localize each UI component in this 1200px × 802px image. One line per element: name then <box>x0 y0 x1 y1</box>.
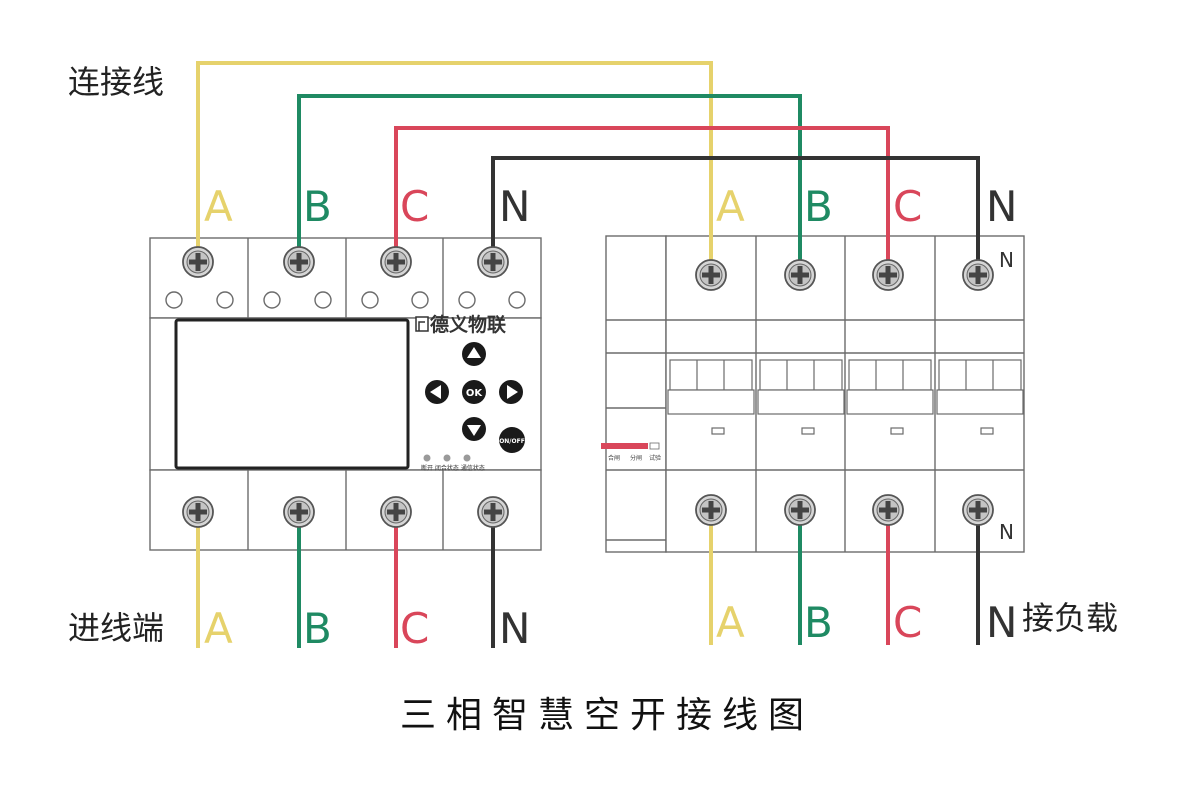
wire-n-link <box>491 156 980 275</box>
arrow-up-button[interactable] <box>462 342 486 366</box>
indicator-lamp <box>423 454 431 462</box>
arrow-right-button[interactable] <box>499 380 523 404</box>
connect-wire-label: 连接线 <box>68 63 165 101</box>
screw-terminal-icon[interactable] <box>695 494 727 526</box>
phase-n-label: N <box>499 182 531 231</box>
breaker-handle[interactable] <box>846 359 934 435</box>
phase-c-label: C <box>893 598 923 647</box>
phase-n-label: N <box>986 182 1018 231</box>
phase-c-label: C <box>893 182 923 231</box>
screw-terminal-icon[interactable] <box>182 246 214 278</box>
phase-a-label: A <box>716 182 745 231</box>
arrow-down-icon <box>467 425 481 436</box>
brand-logo-icon <box>415 316 429 332</box>
wire-a-link <box>196 61 713 275</box>
onoff-button-label: ON/OFF <box>499 438 525 445</box>
brand-name: 德义物联 <box>430 314 507 336</box>
wire-b-link <box>297 94 802 275</box>
breaker-n-top-label: N <box>999 248 1014 272</box>
indicator-labels: 断开 闭合状态 通信状态 <box>421 464 485 472</box>
screw-terminal-icon[interactable] <box>283 496 315 528</box>
screw-terminal-icon[interactable] <box>962 494 994 526</box>
arrow-up-icon <box>467 347 481 358</box>
breaker-label-close: 合闸 <box>608 454 620 462</box>
screw-terminal-icon[interactable] <box>283 246 315 278</box>
phase-a-label: A <box>204 604 233 653</box>
diagram-title: 三相智慧空开接线图 <box>400 695 815 736</box>
screw-terminal-icon[interactable] <box>380 496 412 528</box>
breaker-handle[interactable] <box>936 359 1024 435</box>
phase-n-label: N <box>986 598 1018 647</box>
screw-terminal-icon[interactable] <box>962 259 994 291</box>
incoming-end-label: 进线端 <box>68 609 165 647</box>
phase-c-label: C <box>400 182 430 231</box>
breaker-handle[interactable] <box>757 359 845 435</box>
breaker-label-open: 分闸 <box>630 454 642 462</box>
screw-terminal-icon[interactable] <box>477 246 509 278</box>
wires <box>196 61 980 648</box>
nav-pad <box>425 342 525 453</box>
indicator-lamps <box>423 454 471 462</box>
arrow-left-button[interactable] <box>425 380 449 404</box>
wire-c-link <box>394 126 890 275</box>
load-label: 接负载 <box>1022 599 1119 637</box>
breaker-handles <box>667 359 1024 435</box>
breaker-n-bottom-label: N <box>999 520 1014 544</box>
arrow-left-icon <box>430 385 441 399</box>
indicator-lamp <box>443 454 451 462</box>
phase-c-label: C <box>400 604 430 653</box>
phase-b-label: B <box>804 182 833 231</box>
indicator-lamp <box>463 454 471 462</box>
screw-terminal-icon[interactable] <box>380 246 412 278</box>
screw-terminal-icon[interactable] <box>695 259 727 291</box>
phase-b-label: B <box>303 604 332 653</box>
display-screen <box>174 318 410 470</box>
status-bar-segment <box>649 442 660 450</box>
breaker-control-module <box>605 235 667 553</box>
screw-terminal-icon[interactable] <box>784 259 816 291</box>
ok-button[interactable] <box>462 380 486 404</box>
ok-button-label: OK <box>466 388 484 399</box>
phase-b-label: B <box>303 182 332 231</box>
screw-terminal-icon[interactable] <box>872 259 904 291</box>
screw-terminal-icon[interactable] <box>872 494 904 526</box>
arrow-right-icon <box>507 385 518 399</box>
phase-a-label: A <box>716 598 745 647</box>
phase-b-label: B <box>804 598 833 647</box>
screw-terminal-icon[interactable] <box>784 494 816 526</box>
breaker-label-test: 试验 <box>649 454 661 462</box>
onoff-button[interactable] <box>499 427 525 453</box>
screw-terminal-icon[interactable] <box>477 496 509 528</box>
status-bar <box>601 443 648 449</box>
screw-terminal-icon[interactable] <box>182 496 214 528</box>
phase-n-label: N <box>499 604 531 653</box>
phase-a-label: A <box>204 182 233 231</box>
breaker-handle[interactable] <box>667 359 755 435</box>
arrow-down-button[interactable] <box>462 417 486 441</box>
